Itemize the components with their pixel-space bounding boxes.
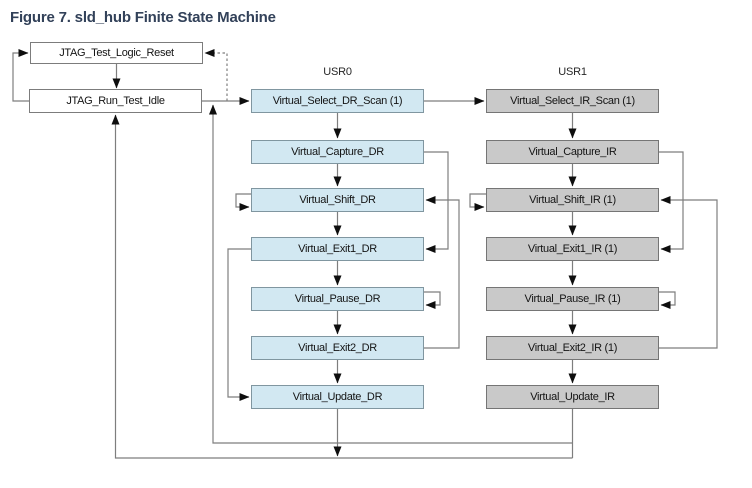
state-virtual-update-dr: Virtual_Update_DR	[251, 385, 424, 409]
edge-exit2-dr-to-shift-dr-back	[424, 196, 460, 349]
state-virtual-exit1-dr: Virtual_Exit1_DR	[251, 237, 424, 261]
state-virtual-exit2-dr: Virtual_Exit2_DR	[251, 336, 424, 360]
state-virtual-select-dr-scan: Virtual_Select_DR_Scan (1)	[251, 89, 424, 113]
edge-feedback-to-rti-line	[111, 114, 573, 459]
edge-pause-dr-self-loop	[424, 291, 441, 309]
edge-exit2-ir-to-shift-ir-back	[659, 196, 718, 349]
edge-shift-dr-self-loop	[235, 193, 251, 211]
edge-exit1-dr-to-update-dr	[227, 248, 251, 401]
edge-feedback-to-select-dr-line	[209, 104, 573, 444]
state-virtual-shift-dr: Virtual_Shift_DR	[251, 188, 424, 212]
state-virtual-exit2-ir: Virtual_Exit2_IR (1)	[486, 336, 659, 360]
state-virtual-pause-dr: Virtual_Pause_DR	[251, 287, 424, 311]
state-virtual-capture-ir: Virtual_Capture_IR	[486, 140, 659, 164]
state-virtual-update-ir: Virtual_Update_IR	[486, 385, 659, 409]
state-jtag-run-test-idle: JTAG_Run_Test_Idle	[29, 89, 202, 113]
state-virtual-exit1-ir: Virtual_Exit1_IR (1)	[486, 237, 659, 261]
column-label-usr1: USR1	[558, 66, 587, 78]
edge-rti-to-tlr-loop	[12, 49, 29, 102]
figure-title: Figure 7. sld_hub Finite State Machine	[10, 9, 276, 26]
state-jtag-test-logic-reset: JTAG_Test_Logic_Reset	[30, 42, 203, 64]
state-virtual-capture-dr: Virtual_Capture_DR	[251, 140, 424, 164]
column-label-usr0: USR0	[323, 66, 352, 78]
state-virtual-shift-ir: Virtual_Shift_IR (1)	[486, 188, 659, 212]
state-virtual-pause-ir: Virtual_Pause_IR (1)	[486, 287, 659, 311]
state-virtual-select-ir-scan: Virtual_Select_IR_Scan (1)	[486, 89, 659, 113]
edge-shift-ir-self-loop	[469, 193, 486, 211]
edge-pause-ir-self-loop	[659, 291, 676, 309]
edge-dashed-return-to-tlr	[204, 49, 228, 101]
